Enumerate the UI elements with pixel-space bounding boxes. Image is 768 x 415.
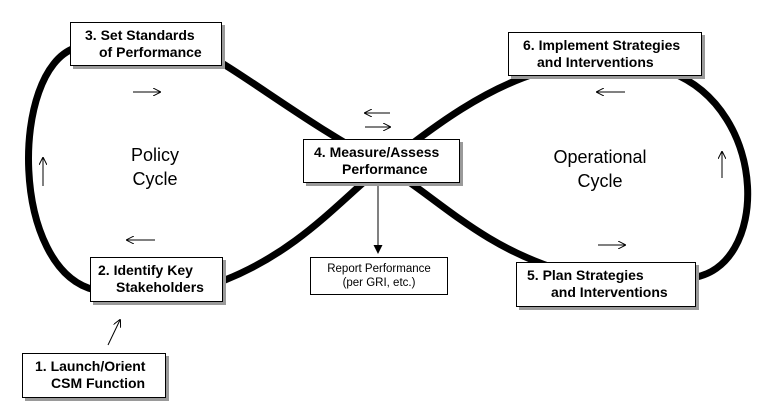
step-3-label-line1: 3. Set Standards (85, 27, 195, 43)
step-4-box: 4. Measure/Assess Performance (303, 139, 460, 183)
step-3-label-line2: of Performance (99, 44, 202, 60)
step-2-label-line2: Stakeholders (116, 279, 204, 295)
report-performance-box: Report Performance (per GRI, etc.) (310, 257, 448, 295)
step-6-label-line2: and Interventions (537, 54, 654, 70)
step-4-label-line2: Performance (342, 161, 428, 177)
launch-arrow (107, 320, 120, 346)
step-5-box: 5. Plan Strategies and Interventions (516, 262, 696, 307)
step-2-box: 2. Identify Key Stakeholders (90, 257, 223, 302)
operational-cycle-label: Operational Cycle (535, 145, 665, 193)
policy-cycle-label: Policy Cycle (105, 143, 205, 191)
step-5-label-line2: and Interventions (551, 284, 668, 300)
policy-cycle-line1: Policy (130, 145, 179, 165)
report-label-line2: (per GRI, etc.) (342, 277, 416, 289)
step-1-box: 1. Launch/Orient CSM Function (22, 353, 166, 398)
report-label-line1: Report Performance (327, 263, 431, 275)
step-1-label-line1: 1. Launch/Orient (35, 358, 146, 374)
step-1-label-line2: CSM Function (51, 375, 146, 391)
step-4-label-line1: 4. Measure/Assess (314, 144, 440, 160)
policy-cycle-line2: Cycle (132, 169, 178, 189)
step-5-label-line1: 5. Plan Strategies (527, 267, 644, 283)
operational-cycle-line2: Cycle (577, 171, 623, 191)
step-2-label-line1: 2. Identify Key (98, 262, 193, 278)
step-6-box: 6. Implement Strategies and Intervention… (508, 32, 702, 76)
step-6-label-line1: 6. Implement Strategies (523, 37, 681, 53)
step-3-box: 3. Set Standards of Performance (70, 22, 222, 66)
operational-cycle-line1: Operational (553, 147, 647, 167)
